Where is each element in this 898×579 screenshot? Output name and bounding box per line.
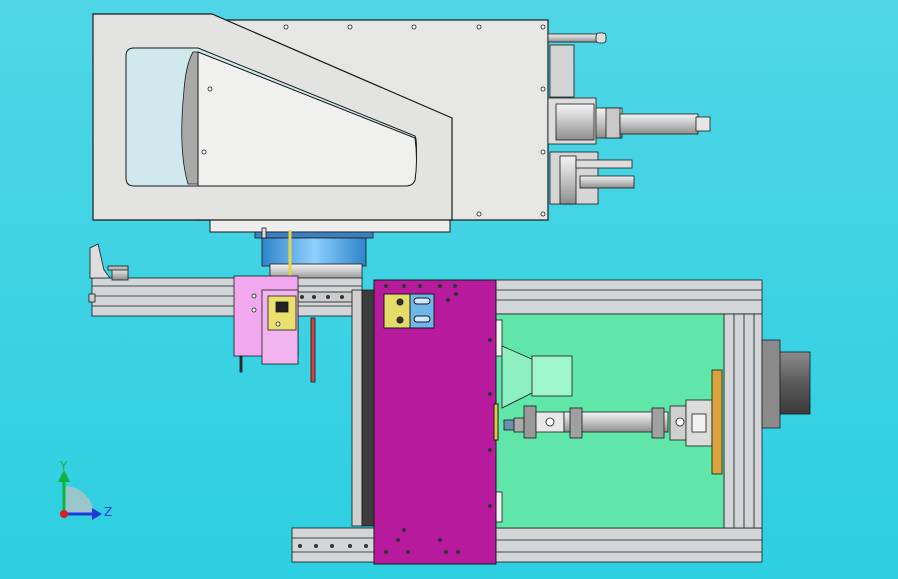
drive-motor[interactable] (761, 339, 811, 429)
z-axis-arrow-icon (92, 508, 102, 520)
nozzle-funnel[interactable] (501, 345, 573, 409)
origin-dot-icon (60, 510, 68, 518)
axis-triad: Y Z (58, 459, 112, 520)
linear-actuator[interactable] (503, 369, 723, 475)
main-frame[interactable] (291, 279, 763, 563)
top-housing[interactable] (92, 13, 549, 233)
carriage-plate[interactable] (373, 279, 499, 565)
z-axis-label: Z (104, 505, 112, 519)
end-stop-bracket[interactable] (89, 243, 129, 281)
vertical-slide-rail[interactable] (351, 289, 375, 527)
y-axis-label: Y (59, 459, 68, 473)
pneumatic-fittings[interactable] (547, 32, 711, 205)
sensor-bracket[interactable] (233, 275, 316, 383)
y-axis-arrow-icon (58, 470, 70, 482)
left-aluminum-rail[interactable] (88, 277, 363, 317)
